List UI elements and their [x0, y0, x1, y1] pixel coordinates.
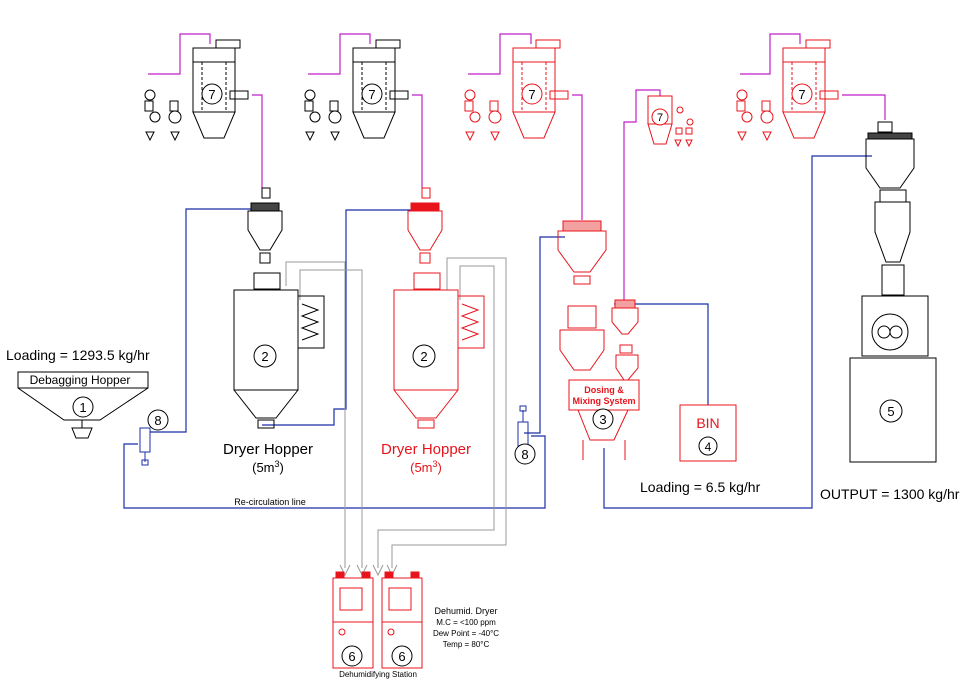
unit-7b-number: 7	[368, 87, 375, 102]
unit-1-number: 1	[79, 400, 86, 415]
capacity-1-prefix: (5m	[252, 460, 274, 475]
unit-2b-number: 2	[420, 349, 427, 364]
dryer-hopper-2-capacity: (5m3)	[410, 459, 442, 475]
dosing-label-line1: Dosing &	[584, 385, 624, 395]
extruder-machine	[849, 121, 937, 463]
capacity-2-prefix: (5m	[410, 460, 432, 475]
unit-7e-circle	[791, 83, 813, 105]
unit-6b-circle	[391, 645, 413, 667]
dryer-hopper-1-label: Dryer Hopper	[223, 441, 313, 458]
unit-6a-number: 6	[348, 649, 355, 664]
loading-bottom-label: Loading = 6.5 kg/hr	[640, 479, 761, 495]
dehumid-mc: M.C = <100 ppm	[436, 618, 496, 627]
dryer-hopper-1-capacity: (5m3)	[252, 459, 284, 475]
gray-air-lines	[285, 257, 507, 577]
unit-8a-circle	[147, 409, 169, 431]
unit-3-number: 3	[599, 412, 606, 427]
unit-7e-number: 7	[798, 87, 805, 102]
unit-7c-circle	[521, 83, 543, 105]
dehumid-dew-point: Dew Point = -40°C	[433, 629, 499, 638]
vacuum-loader-unit-a	[144, 39, 249, 142]
unit-8a-number: 8	[154, 413, 161, 428]
unit-8b-number: 8	[521, 447, 528, 462]
dryer-hopper-red	[393, 187, 485, 429]
unit-7d-number: 7	[657, 112, 663, 124]
unit-2a-circle	[253, 344, 277, 368]
capacity-2-suffix: )	[438, 460, 442, 475]
unit-7d-circle	[651, 108, 669, 126]
vacuum-loader-unit-c	[464, 39, 569, 142]
diverter-valve-left	[139, 427, 151, 466]
unit-8b-circle	[514, 443, 536, 465]
capacity-2-sup: 3	[433, 459, 438, 469]
unit-7a-number: 7	[208, 87, 215, 102]
dryer-hopper-2-label: Dryer Hopper	[381, 441, 471, 458]
magenta-vacuum-lines	[148, 33, 886, 302]
unit-7c-number: 7	[528, 87, 535, 102]
unit-2b-circle	[412, 344, 436, 368]
debagging-hopper-label: Debagging Hopper	[30, 373, 131, 387]
dehumidifier-units	[332, 571, 423, 669]
capacity-1-sup: 3	[275, 459, 280, 469]
unit-7a-circle	[201, 83, 223, 105]
unit-5-number: 5	[887, 404, 894, 419]
dehumid-title: Dehumid. Dryer	[434, 606, 497, 616]
unit-1-circle	[72, 396, 94, 418]
dosing-label-line2: Mixing System	[572, 396, 635, 406]
unit-4-circle	[698, 436, 718, 456]
diverter-valve-right	[517, 405, 529, 447]
dehumid-temp: Temp = 80°C	[443, 640, 490, 649]
bin-label: BIN	[696, 415, 719, 431]
unit-3-circle	[592, 408, 614, 430]
blue-conveying-lines	[123, 155, 872, 509]
loading-top-label: Loading = 1293.5 kg/hr	[6, 347, 150, 363]
unit-7b-circle	[361, 83, 383, 105]
dehumidifying-station-label: Dehumidifying Station	[339, 670, 417, 679]
dosing-mixing-system	[557, 220, 640, 460]
capacity-1-suffix: )	[280, 460, 284, 475]
recirculation-label: Re-circulation line	[234, 497, 306, 507]
output-label: OUTPUT = 1300 kg/hr	[820, 486, 960, 502]
unit-6b-number: 6	[398, 649, 405, 664]
unit-4-number: 4	[705, 440, 712, 454]
bin-box	[679, 404, 737, 462]
unit-5-circle	[879, 399, 903, 423]
debagging-hopper	[17, 371, 149, 439]
unit-6a-circle	[341, 645, 363, 667]
dryer-hopper-black	[233, 187, 325, 429]
vacuum-loader-unit-e	[736, 39, 839, 142]
vacuum-loader-unit-b	[304, 39, 409, 142]
unit-2a-number: 2	[261, 349, 268, 364]
